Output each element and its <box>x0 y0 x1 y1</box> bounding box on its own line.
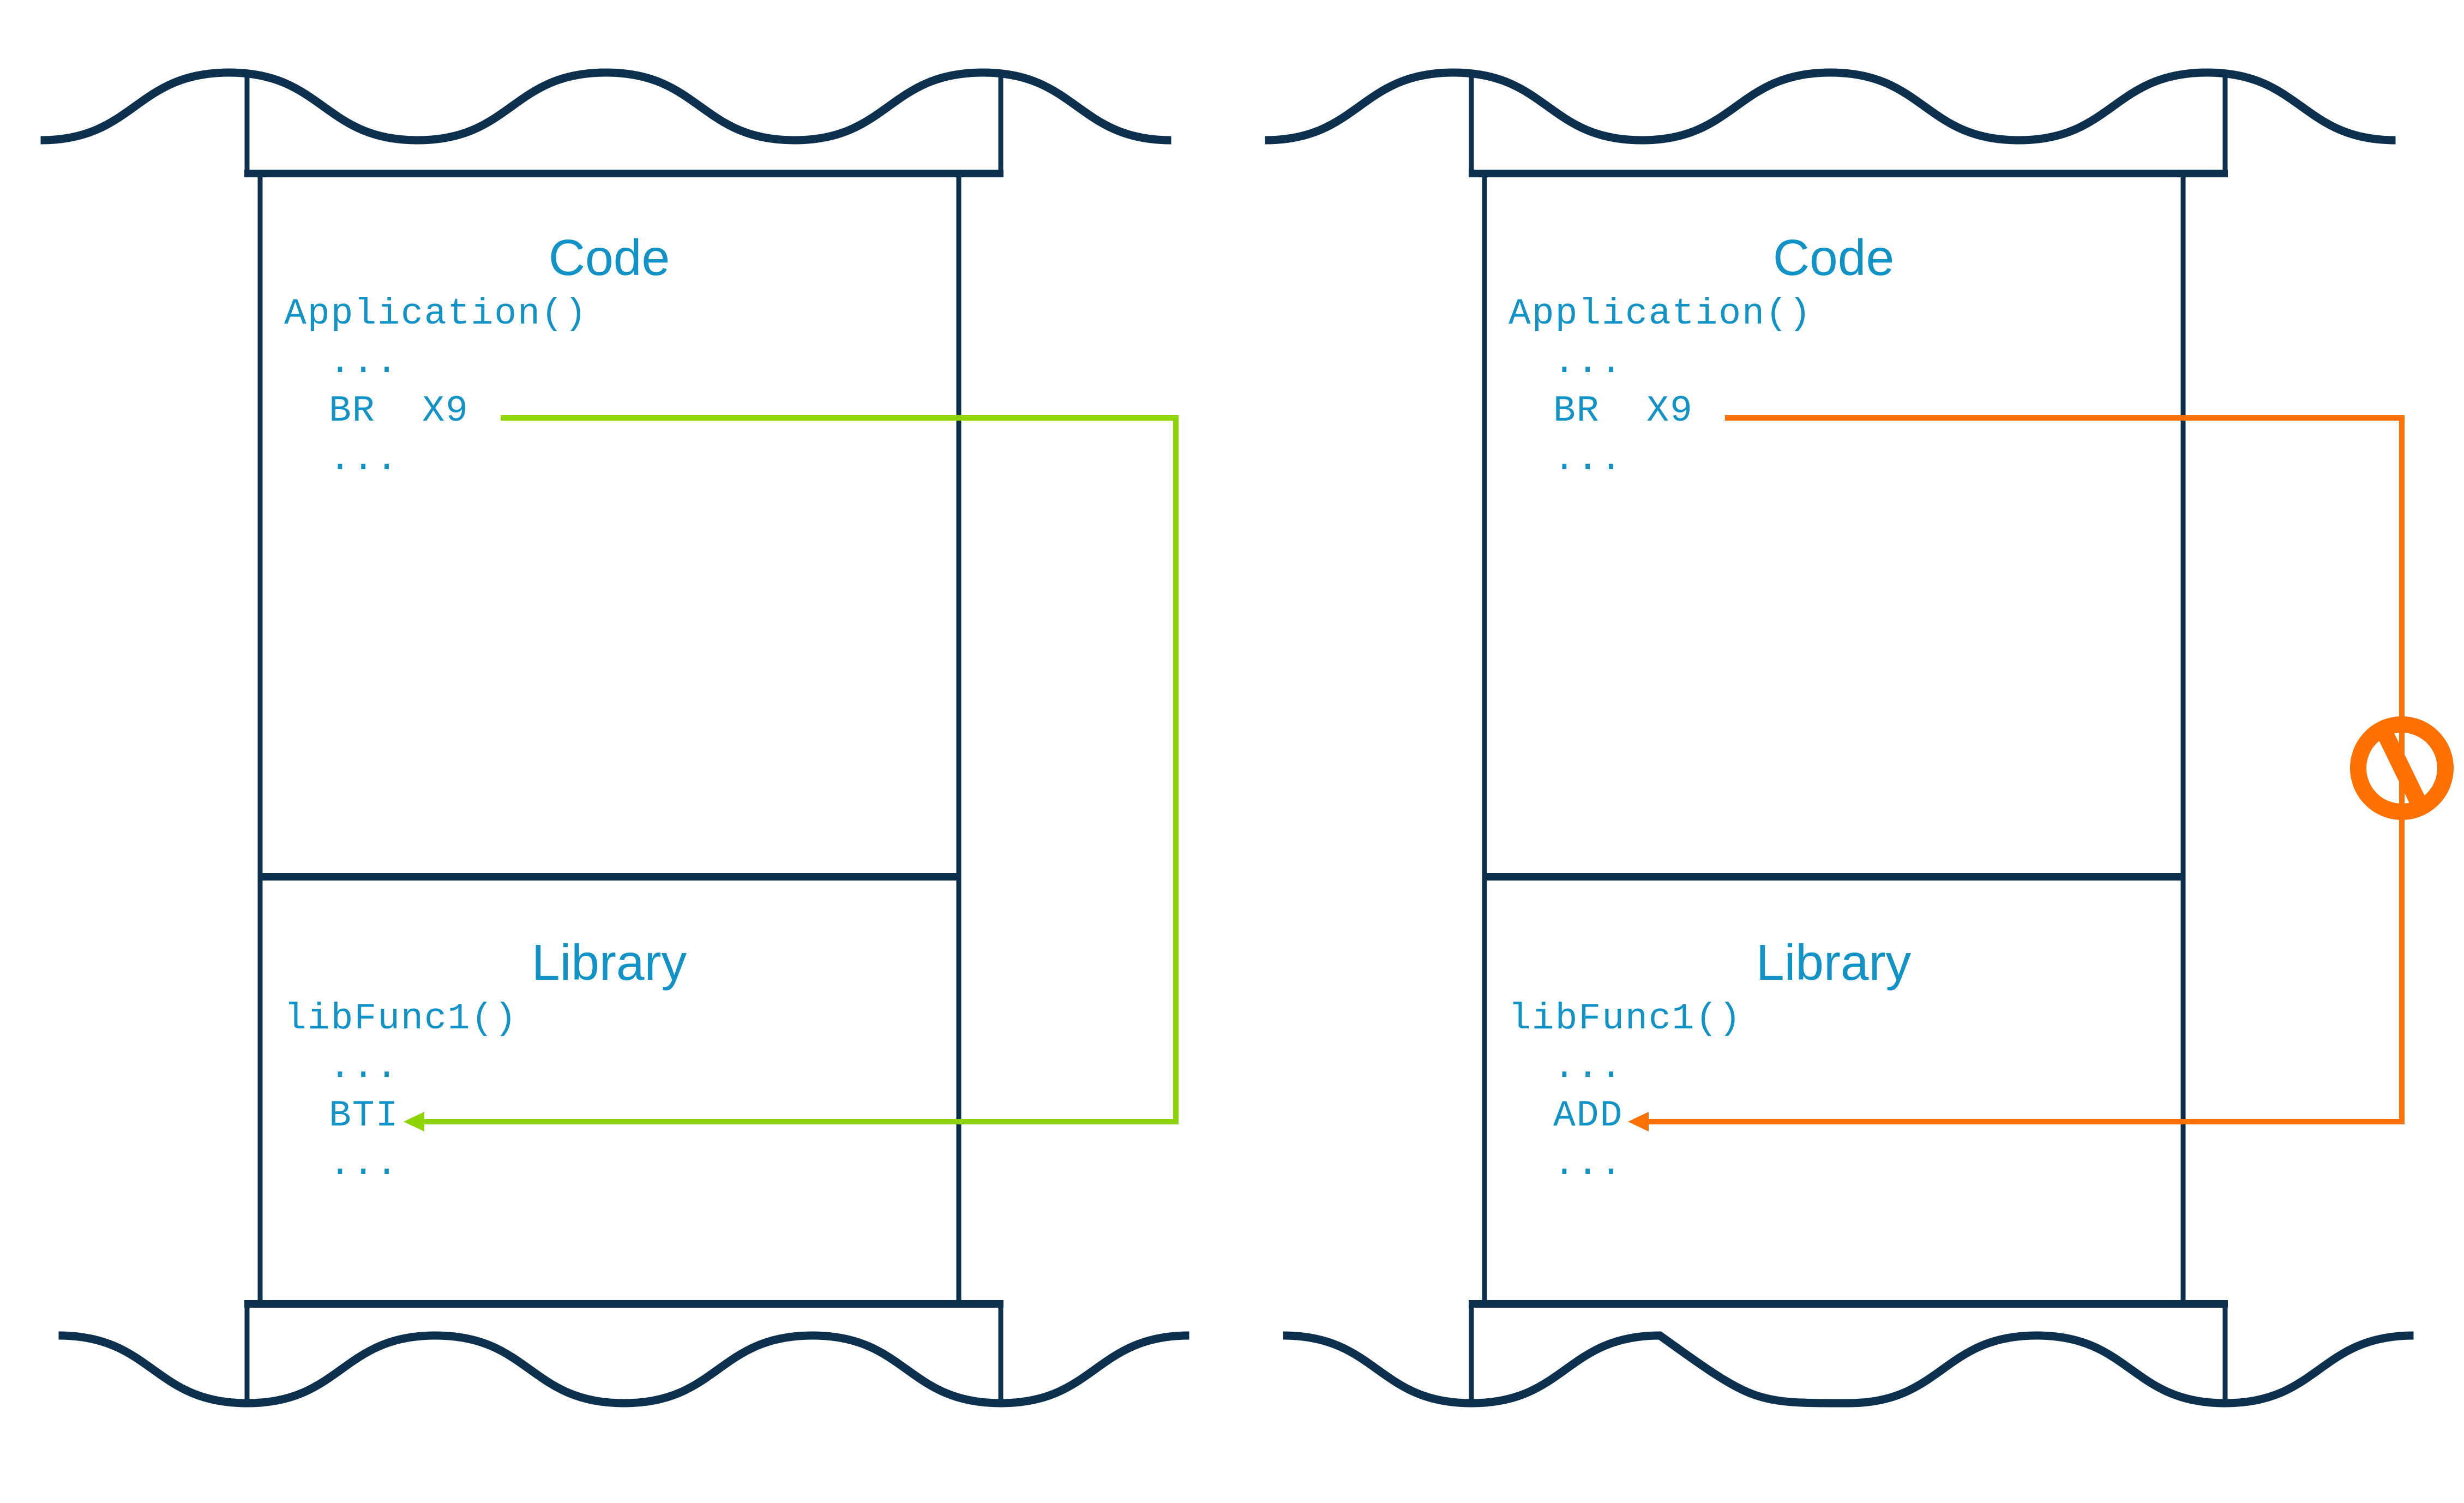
diagram-linework <box>1265 68 2454 1408</box>
torn-edge-top-wave <box>40 68 1171 145</box>
code-ellipsis-2: ... <box>329 439 399 481</box>
diagram-linework <box>40 68 1189 1408</box>
torn-edge-top-wave <box>1265 68 2396 145</box>
library-ellipsis-2: ... <box>1553 1143 1624 1185</box>
code-ellipsis-2: ... <box>1553 439 1624 481</box>
library-section-title: Library <box>531 934 687 991</box>
no-entry-icon <box>2350 716 2454 820</box>
application-function-label: Application() <box>1509 293 1812 335</box>
add-instruction-label: ADD <box>1553 1095 1624 1137</box>
libfunc-function-label: libFunc1() <box>1509 998 1742 1040</box>
code-section-title: Code <box>1772 229 1895 286</box>
orange-branch-arrow <box>1648 415 2405 1124</box>
torn-edge-bottom-wave <box>1283 1331 2414 1408</box>
bti-instruction-label: BTI <box>329 1095 399 1137</box>
no-entry-icon-slash <box>2375 725 2429 811</box>
application-function-label: Application() <box>284 293 588 335</box>
branch-instruction-label: BR X9 <box>1553 390 1693 432</box>
code-ellipsis-1: ... <box>1553 342 1624 384</box>
branch-instruction-label: BR X9 <box>329 390 469 432</box>
green-branch-arrowhead <box>404 1112 424 1131</box>
orange-branch-arrowhead <box>1628 1112 1649 1131</box>
torn-edge-bottom-wave <box>58 1331 1189 1408</box>
libfunc-function-label: libFunc1() <box>284 998 518 1040</box>
no-entry-icon-ring <box>2350 716 2454 820</box>
memory-diagram-blocked: Code Application() ... BR X9 ... Library… <box>1224 0 2464 1503</box>
library-ellipsis-1: ... <box>1553 1046 1624 1088</box>
code-section-title: Code <box>548 229 670 286</box>
library-ellipsis-1: ... <box>329 1046 399 1088</box>
memory-diagram-allowed: Code Application() ... BR X9 ... Library… <box>40 68 1189 1408</box>
code-ellipsis-1: ... <box>329 342 399 384</box>
library-section-title: Library <box>1756 934 1912 991</box>
library-ellipsis-2: ... <box>329 1143 399 1185</box>
green-branch-arrow <box>423 415 1179 1124</box>
